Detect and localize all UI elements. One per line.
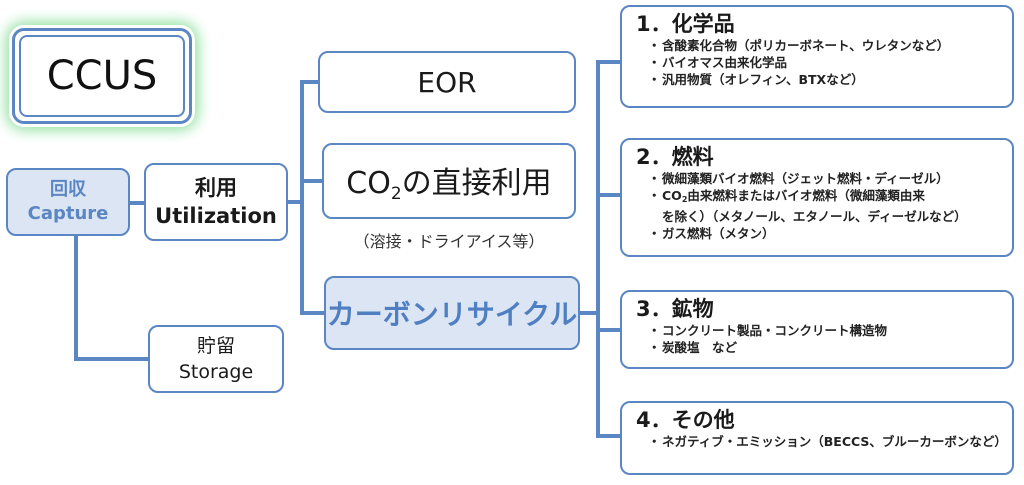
- storage-label-ja: 貯留: [196, 335, 235, 357]
- utilization-label-en: Utilization: [155, 204, 277, 228]
- category-fuels: 2．燃料 微細藻類バイオ燃料（ジェット燃料・ディーゼル） CO2由来燃料またはバ…: [620, 138, 1014, 257]
- eor-box: EOR: [318, 51, 576, 113]
- carbon-recycle-box: カーボンリサイクル: [324, 276, 580, 350]
- list-item: バイオマス由来化学品: [648, 54, 1002, 71]
- category-title: 3．鉱物: [636, 297, 714, 321]
- list-item: 微細藻類バイオ燃料（ジェット燃料・ディーゼル）: [648, 170, 1002, 187]
- co2-direct-use-note: （溶接・ドライアイス等）: [353, 232, 545, 251]
- ccus-box: CCUS: [12, 28, 192, 124]
- list-item: コンクリート製品・コンクリート構造物: [648, 322, 1002, 339]
- co2-direct-use-label: CO2の直接利用: [346, 166, 552, 204]
- utilization-box: 利用 Utilization: [144, 163, 288, 241]
- list-item: 含酸素化合物（ポリカーボネート、ウレタンなど）: [648, 37, 1002, 54]
- ccus-title: CCUS: [19, 35, 185, 117]
- category-title: 2．燃料: [636, 145, 714, 169]
- list-item: ネガティブ・エミッション（BECCS、ブルーカーボンなど）: [648, 433, 1007, 450]
- category-chemicals: 1．化学品 含酸素化合物（ポリカーボネート、ウレタンなど） バイオマス由来化学品…: [620, 5, 1014, 108]
- storage-label-en: Storage: [178, 361, 254, 383]
- capture-label-en: Capture: [27, 203, 109, 224]
- carbon-recycle-label: カーボンリサイクル: [326, 298, 578, 331]
- capture-box: 回収 Capture: [6, 168, 130, 236]
- list-item: ガス燃料（メタン）: [648, 225, 1002, 242]
- list-item: 炭酸塩 など: [648, 339, 1002, 356]
- category-minerals: 3．鉱物 コンクリート製品・コンクリート構造物 炭酸塩 など: [620, 290, 1014, 369]
- category-title: 1．化学品: [636, 12, 735, 36]
- list-item: CO2由来燃料またはバイオ燃料（微細藻類由来を除く）（メタノール、エタノール、デ…: [648, 187, 1002, 225]
- storage-box: 貯留 Storage: [148, 325, 284, 393]
- capture-label-ja: 回収: [50, 179, 86, 200]
- category-others: 4．その他 ネガティブ・エミッション（BECCS、ブルーカーボンなど）: [620, 401, 1014, 475]
- utilization-label-ja: 利用: [195, 176, 237, 200]
- co2-direct-use-box: CO2の直接利用: [322, 143, 576, 219]
- eor-label: EOR: [417, 65, 477, 99]
- list-item: 汎用物質（オレフィン、BTXなど）: [648, 71, 1002, 88]
- category-title: 4．その他: [636, 408, 735, 432]
